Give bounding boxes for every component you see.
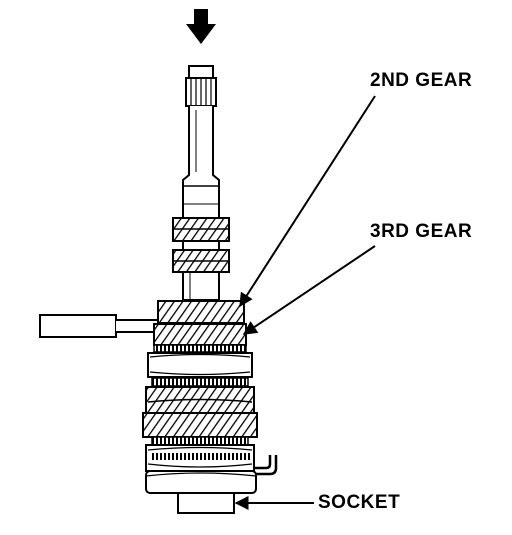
- mainshaft: [182, 106, 220, 301]
- label-2nd-gear: 2ND GEAR: [370, 70, 473, 91]
- bottom-gear: [142, 412, 258, 438]
- synchro-hub: [147, 352, 253, 378]
- socket: [145, 470, 257, 514]
- label-3rd-gear: 3RD GEAR: [370, 221, 473, 242]
- shaft-gear-lower: [172, 249, 230, 273]
- bottom-hub: [145, 444, 255, 472]
- press-direction-arrow-icon: [186, 9, 216, 44]
- synchro-ring-upper: [153, 344, 247, 353]
- lower-gear: [145, 386, 255, 414]
- label-socket: SOCKET: [318, 492, 401, 513]
- holder-handle: [254, 455, 278, 476]
- third-gear: [153, 323, 247, 346]
- bottom-synchro-ring: [151, 436, 249, 446]
- feeler-gauge: [39, 314, 159, 338]
- shaft-gear-upper: [172, 217, 230, 242]
- leader-2nd-gear: [239, 95, 376, 308]
- shaft-top-spline: [185, 65, 217, 107]
- synchro-ring-lower: [151, 377, 249, 387]
- second-gear: [157, 300, 245, 324]
- leader-3rd-gear: [242, 245, 376, 335]
